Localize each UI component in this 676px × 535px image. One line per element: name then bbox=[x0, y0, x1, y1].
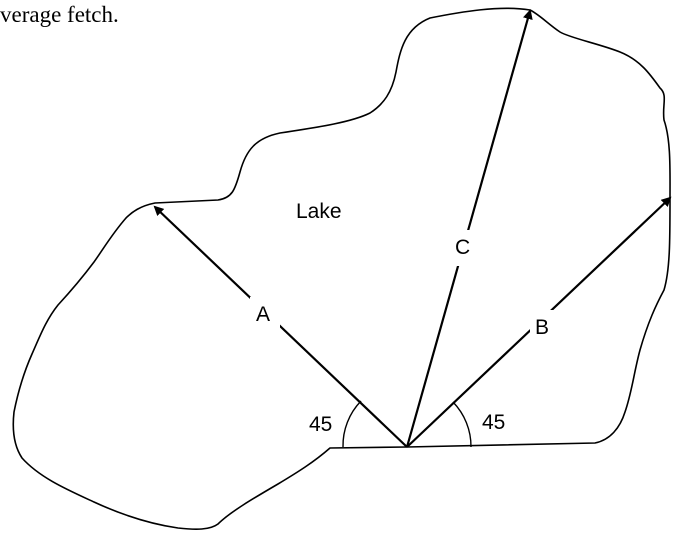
lake-outline bbox=[12, 7, 671, 530]
angle-arc-right bbox=[452, 401, 472, 448]
arrow-c-label: C bbox=[455, 236, 470, 259]
lake-label: Lake bbox=[296, 200, 342, 223]
caption-text: verage fetch. bbox=[0, 2, 119, 27]
angle-arc-left bbox=[342, 400, 362, 448]
angle-right-label: 45 bbox=[482, 411, 505, 434]
arrow-b-label: B bbox=[535, 316, 549, 339]
arrow-a bbox=[153, 205, 408, 448]
arrow-c bbox=[405, 9, 533, 448]
arrow-a-label: A bbox=[256, 303, 270, 326]
angle-left-label: 45 bbox=[309, 413, 332, 436]
